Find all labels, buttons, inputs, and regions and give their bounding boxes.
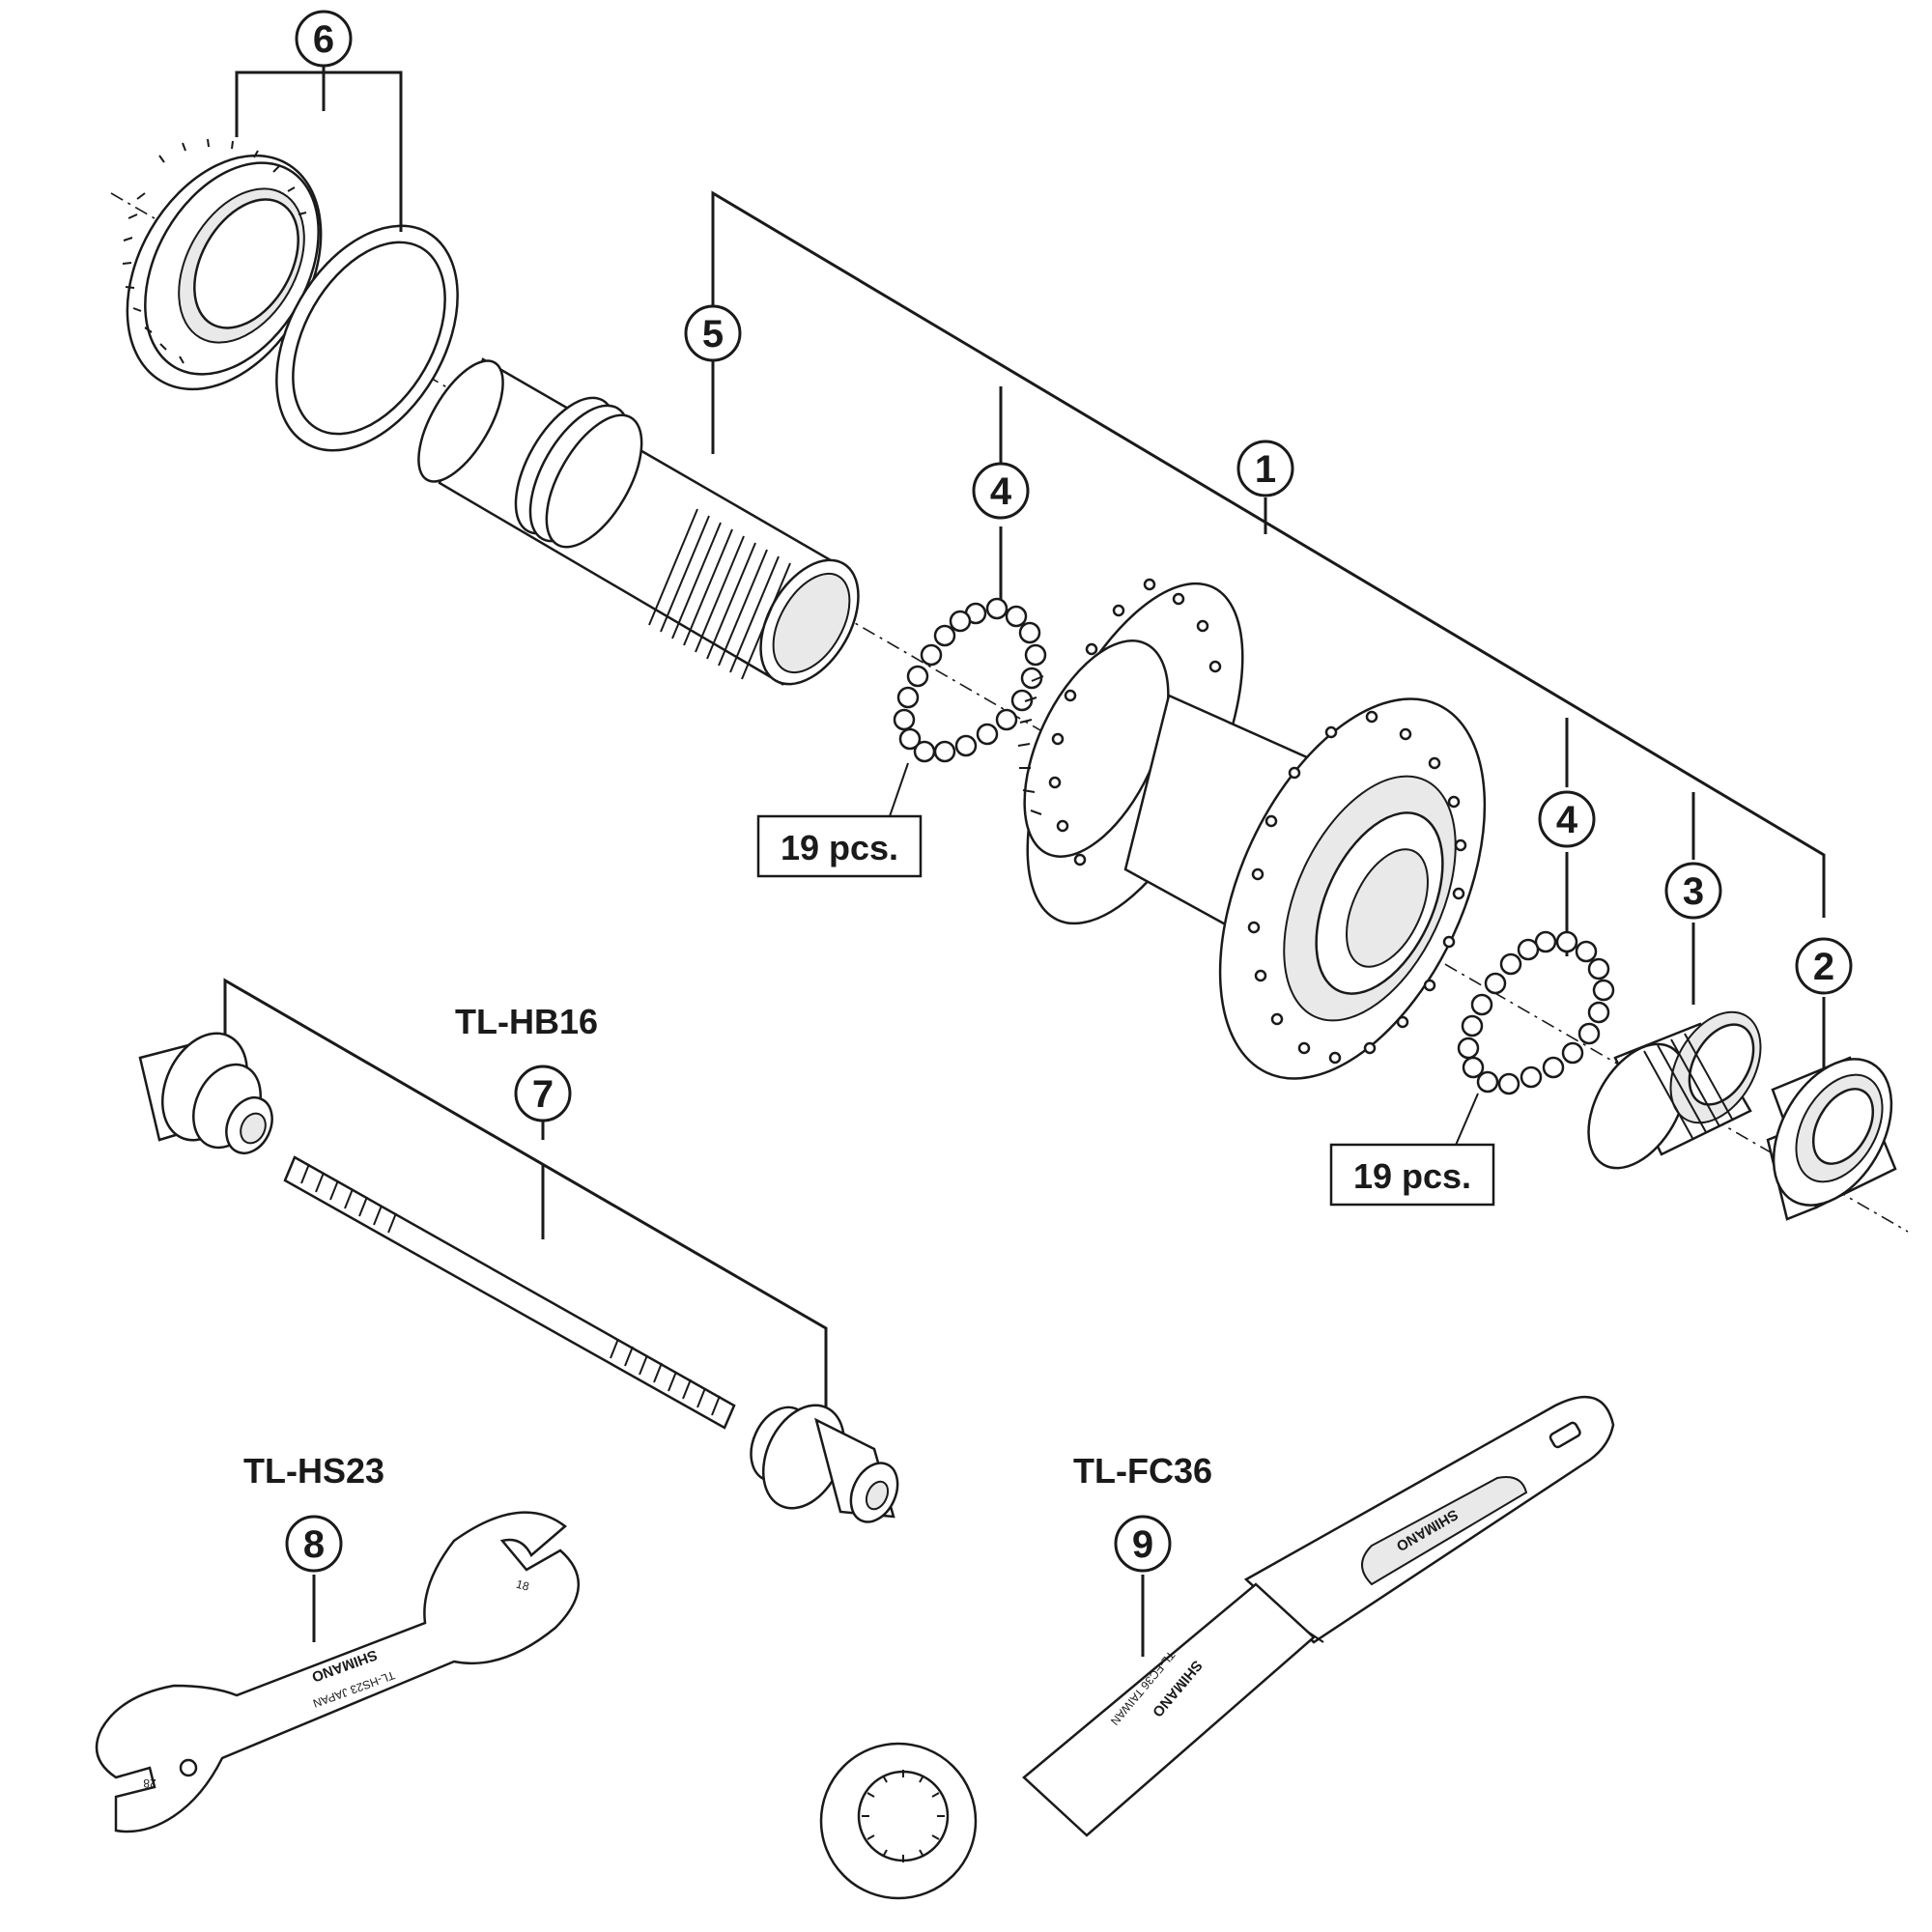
callout-number-8: 8 <box>303 1523 325 1566</box>
spoke-holes <box>1048 578 1467 1065</box>
callout-balloon-6 <box>295 10 353 68</box>
callout-balloon-4-lower <box>1538 790 1596 848</box>
quantity-text-upper: 19 pcs. <box>781 828 898 867</box>
wrench-size-18: 18 <box>515 1577 531 1594</box>
quantity-box-lower <box>1329 1143 1495 1207</box>
callout-number-7: 7 <box>532 1073 554 1116</box>
callout-number-9: 9 <box>1132 1523 1153 1566</box>
ball-bearing-set-lower <box>1457 930 1615 1095</box>
callout-balloon-3 <box>1664 862 1722 920</box>
callout-balloon-1 <box>1236 440 1294 497</box>
quantity-box-upper <box>756 814 923 878</box>
tool-label-hs23: TL-HS23 <box>243 1451 384 1491</box>
wrench-size-28: 28 <box>143 1776 156 1790</box>
tool-label-fc36: TL-FC36 <box>1073 1451 1212 1491</box>
cone-wrench-part <box>95 1511 581 1833</box>
callout-balloon-8 <box>285 1515 343 1573</box>
tool-label-hb16: TL-HB16 <box>455 1002 598 1041</box>
leader-7-bracket <box>223 978 828 1420</box>
ball-leader-lower <box>1401 1093 1479 1151</box>
callout-number-4-upper: 4 <box>990 470 1012 513</box>
callout-number-6: 6 <box>313 18 334 61</box>
callout-number-3: 3 <box>1683 870 1704 913</box>
cone-part <box>1587 1010 1762 1170</box>
callout-number-4-lower: 4 <box>1556 799 1578 841</box>
hub-shell-part <box>1017 578 1487 1080</box>
leader-assembly <box>711 190 1826 918</box>
callout-balloon-9 <box>1114 1515 1172 1573</box>
callout-balloon-2 <box>1795 937 1853 995</box>
ball-bearing-set-upper <box>893 597 1047 763</box>
callout-balloon-5 <box>684 304 742 362</box>
hub-tool-axle-part <box>138 1032 899 1523</box>
spacer-washer-part <box>275 224 459 452</box>
lock-ring-part <box>122 138 323 391</box>
callout-number-2: 2 <box>1813 946 1834 988</box>
lockring-tool-part <box>819 1395 1615 1900</box>
callout-balloon-7 <box>514 1065 572 1122</box>
callout-number-1: 1 <box>1255 448 1276 491</box>
ball-leader-upper <box>831 762 909 820</box>
quantity-text-lower: 19 pcs. <box>1353 1156 1471 1196</box>
callout-number-5: 5 <box>702 313 724 355</box>
callout-balloon-4-upper <box>972 462 1030 520</box>
freehub-body-part <box>417 357 860 686</box>
lock-nut-part <box>1766 1056 1897 1221</box>
